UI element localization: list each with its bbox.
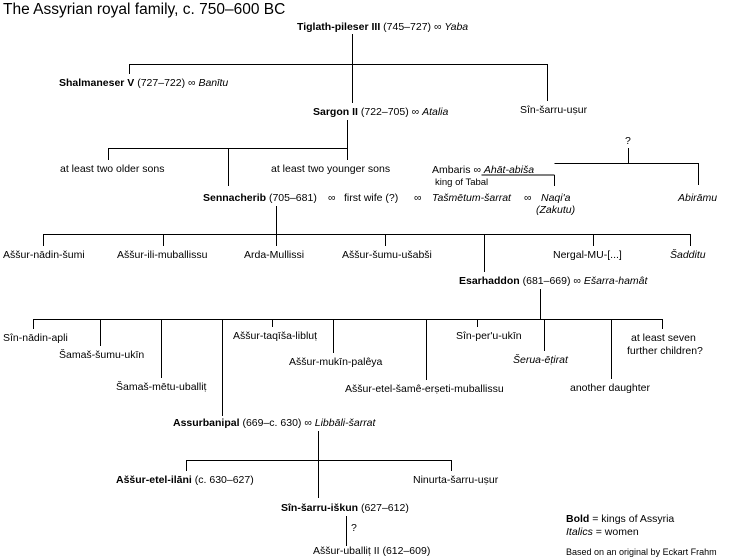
marriage-symbol: ∞: [473, 164, 481, 176]
credit-note: Based on an original by Eckart Frahm: [566, 547, 717, 557]
person-seven-children-line2: further children?: [627, 345, 703, 357]
person-assur-etel-same: Aššur-etel-šamê-erṣeti-muballissu: [345, 383, 504, 395]
person-tiglath-pileser: Tiglath-pileser III (745–727) ∞ Yaba: [297, 21, 469, 33]
unknown-parent-marker: ?: [625, 135, 631, 147]
person-older-sons: at least two older sons: [60, 163, 165, 175]
legend-italic: Italics = women: [566, 526, 639, 538]
person-sin-peru-ukin: Sîn-per'u-ukīn: [456, 330, 522, 342]
marriage-symbol: ∞: [188, 77, 196, 89]
marriage-symbol: ∞: [328, 192, 336, 204]
person-assur-etel-ilani: Aššur-etel-ilāni (c. 630–627): [116, 474, 254, 486]
person-naqia-alt-name: (Zakutu): [536, 204, 576, 216]
marriage-symbol: ∞: [304, 417, 312, 429]
person-sin-nadin-apli: Sîn-nādin-apli: [3, 332, 68, 344]
person-ambaris: Ambaris ∞ Ahāt-abiša: [432, 164, 535, 176]
ambaris-subtitle: king of Tabal: [435, 177, 489, 188]
person-samas-sumu-ukin: Šamaš-šumu-ukīn: [59, 349, 145, 361]
person-assurbanipal: Assurbanipal (669–c. 630) ∞ Libbāli-šarr…: [173, 417, 376, 429]
person-younger-sons: at least two younger sons: [271, 163, 391, 175]
person-assur-mukin-paleya: Aššur-mukīn-palêya: [289, 356, 383, 368]
marriage-symbol: ∞: [524, 192, 532, 204]
marriage-symbol: ∞: [411, 106, 420, 118]
person-shalmaneser: Shalmaneser V (727–722) ∞ Banītu: [59, 77, 229, 89]
person-abiramu: Abirāmu: [678, 192, 718, 204]
person-naqia: Naqi'a: [541, 192, 571, 204]
person-sargon: Sargon II (722–705) ∞ Atalia: [313, 106, 449, 118]
marriage-symbol: ∞: [433, 21, 442, 33]
person-assur-sumu-usabsi: Aššur-šumu-ušabši: [342, 249, 432, 261]
person-assur-uballit: Aššur-uballiṭ II (612–609): [313, 545, 431, 557]
person-nergal-mu: Nergal-MU-[...]: [553, 249, 622, 261]
uncertain-descent-marker: ?: [351, 522, 357, 534]
person-another-daughter: another daughter: [570, 382, 650, 394]
person-ninurta-sarru-usur: Ninurta-šarru-uṣur: [413, 474, 499, 486]
person-assur-ili-muballissu: Aššur-ili-muballissu: [117, 249, 208, 261]
marriage-symbol: ∞: [414, 192, 422, 204]
person-assur-nadin-sumi: Aššur-nādin-šumi: [3, 249, 85, 261]
person-sennacherib: Sennacherib (705–681): [203, 192, 317, 204]
person-seven-children: at least seven: [631, 332, 696, 344]
person-samas-metu-uballit: Šamaš-mētu-uballiṭ: [116, 381, 207, 393]
page-title: The Assyrian royal family, c. 750–600 BC: [3, 1, 286, 18]
legend-bold: Bold = kings of Assyria: [566, 513, 675, 525]
person-sin-sarru-iskun: Sîn-šarru-iškun (627–612): [281, 502, 409, 514]
marriage-symbol: ∞: [573, 275, 581, 287]
person-sadditu: Šadditu: [670, 249, 706, 261]
person-serua-etirat: Šerua-ēṭirat: [513, 354, 568, 366]
person-sin-sarru-usur: Sîn-šarru-uṣur: [520, 104, 588, 116]
person-esarhaddon: Esarhaddon (681–669) ∞ Ešarra-hamât: [459, 275, 648, 287]
person-tasmetum: Tašmētum-šarrat: [432, 192, 511, 204]
person-first-wife: first wife (?): [344, 192, 399, 204]
person-assur-taqisa-libluth: Aššur-taqīša-libluṭ: [233, 330, 318, 342]
person-arda-mullissi: Arda-Mullissi: [244, 249, 305, 261]
